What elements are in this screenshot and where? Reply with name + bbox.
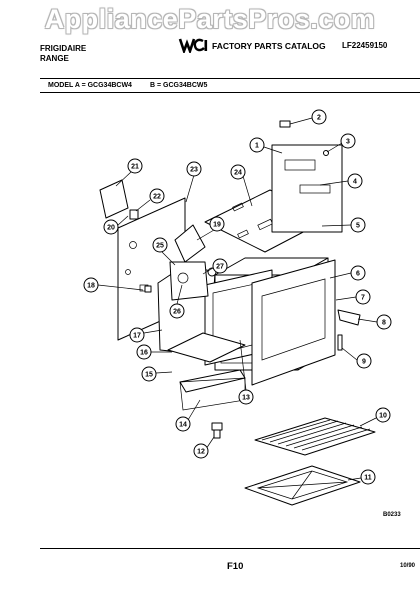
svg-text:22: 22	[153, 194, 161, 201]
drawer-rail	[179, 369, 246, 411]
rear-panel	[271, 144, 343, 233]
callout-4: 4	[319, 173, 363, 189]
wci-logo	[178, 38, 208, 53]
svg-text:14: 14	[179, 422, 187, 429]
bottom-panel	[167, 332, 246, 363]
document-number: LF22459150	[342, 41, 388, 50]
oven-door	[251, 259, 336, 386]
brand-name: FRIGIDAIRE	[40, 44, 87, 53]
svg-text:4: 4	[353, 179, 357, 186]
product-type: RANGE	[40, 54, 69, 63]
svg-text:10: 10	[379, 413, 387, 420]
svg-text:9: 9	[362, 359, 366, 366]
footer-rule	[40, 548, 420, 549]
watermark: AppliancePartsPros.com	[44, 4, 376, 34]
header-rule	[40, 78, 420, 79]
svg-text:23: 23	[190, 167, 198, 174]
svg-text:12: 12	[197, 449, 205, 456]
catalog-title: FACTORY PARTS CATALOG	[212, 41, 326, 51]
hardware	[144, 120, 361, 351]
callout-1: 1	[249, 137, 283, 154]
valve-bracket	[169, 261, 209, 301]
svg-text:25: 25	[156, 243, 164, 250]
svg-text:7: 7	[361, 295, 365, 302]
callout-21: 21	[115, 158, 143, 187]
svg-text:26: 26	[173, 309, 181, 316]
callout-27: 27	[202, 258, 228, 275]
broiler-pan	[244, 465, 361, 506]
svg-text:1: 1	[255, 143, 259, 150]
callout-2: 2	[289, 109, 327, 125]
svg-text:5: 5	[356, 223, 360, 230]
callout-6: 6	[329, 265, 366, 281]
callout-3: 3	[326, 133, 356, 153]
page-label: F10	[227, 561, 244, 572]
callout-19: 19	[196, 216, 225, 241]
leveling-leg	[211, 422, 223, 439]
svg-text:21: 21	[131, 164, 139, 171]
svg-text:13: 13	[242, 395, 250, 402]
callout-9: 9	[341, 347, 372, 369]
oven-rack	[254, 417, 376, 456]
svg-text:15: 15	[145, 372, 153, 379]
callout-8: 8	[357, 314, 392, 330]
svg-text:20: 20	[107, 225, 115, 232]
svg-text:27: 27	[216, 264, 224, 271]
callout-20: 20	[103, 215, 129, 235]
svg-text:18: 18	[87, 283, 95, 290]
callout-11: 11	[347, 469, 376, 485]
burner-box	[174, 224, 206, 263]
model-a-label: MODEL A = GCG34BCW4	[48, 82, 132, 89]
callout-22: 22	[135, 188, 165, 212]
callout-17: 17	[129, 327, 163, 343]
callout-24: 24	[230, 164, 253, 207]
callout-25: 25	[152, 237, 176, 266]
svg-text:11: 11	[364, 475, 372, 482]
revision-date: 10/90	[400, 563, 416, 569]
model-rule	[40, 92, 420, 93]
svg-text:3: 3	[346, 139, 350, 146]
side-trim	[99, 179, 139, 220]
callout-7: 7	[335, 289, 371, 305]
callout-15: 15	[141, 366, 173, 382]
svg-text:19: 19	[213, 222, 221, 229]
svg-text:2: 2	[317, 115, 321, 122]
callout-18: 18	[83, 277, 144, 293]
callout-12: 12	[193, 436, 215, 459]
callout-13: 13	[238, 339, 254, 405]
callout-23: 23	[185, 161, 202, 203]
callout-16: 16	[136, 344, 172, 360]
callout-26: 26	[169, 284, 185, 319]
brand-block: FRIGIDAIRE RANGE	[40, 44, 86, 64]
drawing-reference: B0233	[383, 512, 401, 518]
svg-text:24: 24	[234, 170, 242, 177]
svg-text:8: 8	[382, 320, 386, 327]
model-b-label: B = GCG34BCW5	[150, 82, 208, 89]
callout-10: 10	[359, 407, 391, 427]
svg-text:17: 17	[133, 333, 141, 340]
callout-14: 14	[175, 399, 201, 432]
svg-text:6: 6	[356, 271, 360, 278]
callout-5: 5	[321, 217, 366, 233]
svg-text:16: 16	[140, 350, 148, 357]
